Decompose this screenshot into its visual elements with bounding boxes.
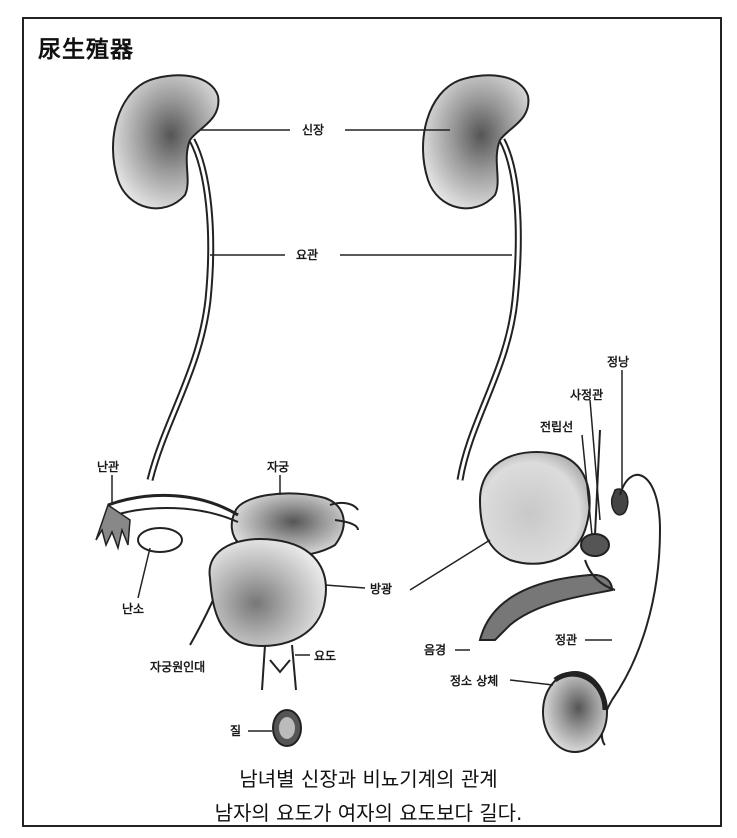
label-ovary: 난소 xyxy=(122,602,144,616)
female-kidney xyxy=(113,75,218,208)
label-ejaculatory-duct: 사정관 xyxy=(570,388,603,402)
label-prostate: 전립선 xyxy=(540,420,573,434)
female-bladder xyxy=(210,539,326,646)
label-ureter: 요관 xyxy=(296,248,318,262)
label-bladder: 방광 xyxy=(370,582,392,596)
label-urethra: 요도 xyxy=(314,649,336,663)
prostate xyxy=(581,534,609,556)
label-vagina: 질 xyxy=(230,724,241,738)
caption-line-1: 남녀별 신장과 비뇨기계의 관계 xyxy=(0,763,737,792)
female-urethra xyxy=(262,645,296,690)
ovary xyxy=(138,528,182,552)
caption-line-2: 남자의 요도가 여자의 요도보다 길다. xyxy=(0,797,737,826)
male-bladder xyxy=(480,452,590,564)
label-kidney: 신장 xyxy=(302,123,324,137)
label-round-ligament: 자궁원인대 xyxy=(150,660,205,674)
label-epididymis: 정소 상체 xyxy=(450,674,498,688)
label-vas-deferens: 정관 xyxy=(555,633,577,647)
page-title: 尿生殖器 xyxy=(38,30,134,64)
penis xyxy=(480,575,612,640)
label-seminal-vesicle: 정낭 xyxy=(607,355,629,369)
label-oviduct: 난관 xyxy=(97,460,119,474)
label-uterus: 자궁 xyxy=(267,460,289,474)
label-penis: 음경 xyxy=(424,643,446,657)
